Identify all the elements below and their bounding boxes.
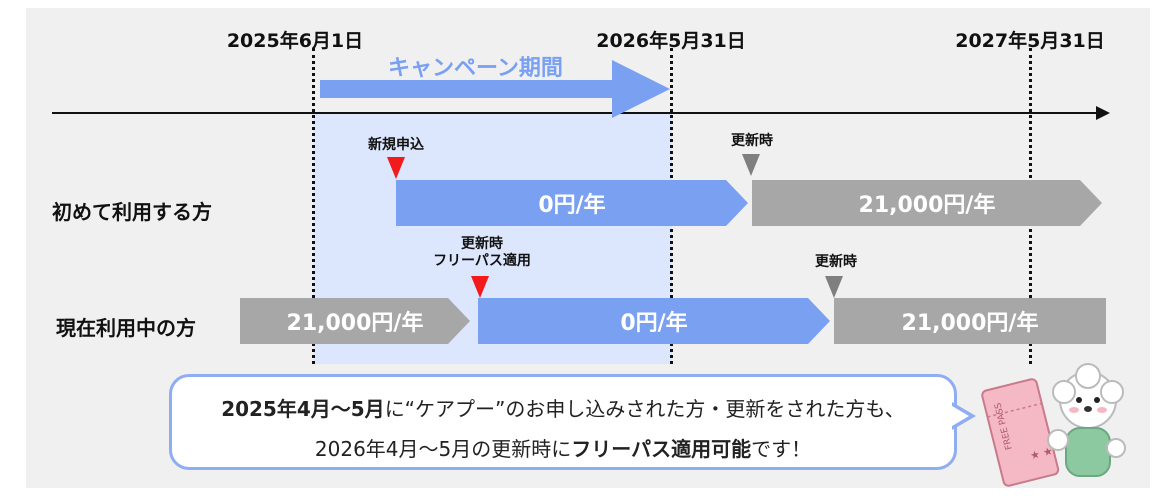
- marker-label-multiline: 更新時 フリーパス適用: [433, 236, 531, 270]
- price-bar-paid: 21,000円/年: [752, 180, 1102, 226]
- marker-label: 新規申込: [368, 137, 424, 153]
- date-label: 2027年5月31日: [955, 30, 1105, 52]
- price-text: 0円/年: [538, 193, 606, 218]
- campaign-arrow: [320, 80, 630, 98]
- price-text: 21,000円/年: [858, 193, 996, 218]
- red-triangle-marker: [471, 276, 489, 298]
- price-bar-paid: 21,000円/年: [240, 298, 470, 344]
- note-line-1: 2025年4月～5月に“ケアプー”のお申し込みされた方・更新をされた方も、: [172, 393, 954, 422]
- price-text: 0円/年: [620, 311, 688, 336]
- price-bar-free: 0円/年: [396, 180, 748, 226]
- marker-label: 更新時: [815, 254, 857, 270]
- price-text: 21,000円/年: [901, 311, 1039, 336]
- row-label-current-users: 現在利用中の方: [56, 316, 196, 340]
- price-bar-paid: 21,000円/年: [834, 298, 1106, 344]
- note-text: に“ケアプー”のお申し込みされた方・更新をされた方も、: [384, 397, 905, 421]
- marker-label-line: フリーパス適用: [433, 253, 531, 269]
- date-label: 2026年5月31日: [596, 30, 746, 52]
- note-emphasis: 2025年4月～5月: [221, 397, 385, 421]
- price-text: 21,000円/年: [286, 311, 424, 336]
- note-emphasis: フリーパス適用可能: [571, 437, 752, 461]
- note-bubble: 2025年4月～5月に“ケアプー”のお申し込みされた方・更新をされた方も、 20…: [169, 374, 957, 470]
- note-line-2: 2026年4月～5月の更新時にフリーパス適用可能です！: [172, 433, 954, 462]
- red-triangle-marker: [387, 157, 405, 179]
- price-bar-free: 0円/年: [478, 298, 830, 344]
- gray-triangle-marker: [825, 276, 843, 298]
- free-pass-ticket: FREE PASS ★ ★: [981, 378, 1060, 487]
- row-label-new-users: 初めて利用する方: [52, 200, 212, 224]
- timeline-axis: [52, 112, 1102, 114]
- campaign-arrowhead: [612, 60, 670, 118]
- note-text: 2026年4月～5月の更新時に: [314, 437, 572, 461]
- date-label: 2025年6月1日: [226, 30, 364, 52]
- campaign-label: キャンペーン期間: [388, 56, 563, 81]
- marker-label-line: 更新時: [461, 236, 503, 252]
- date-guide-line: [312, 48, 315, 364]
- svg-text:★ ★: ★ ★: [1029, 444, 1055, 462]
- note-bubble-tail-fill: [952, 406, 969, 426]
- timeline-arrowhead: [1096, 106, 1110, 120]
- dog-with-ticket-illustration: FREE PASS ★ ★: [981, 363, 1126, 487]
- note-text: です！: [751, 437, 812, 461]
- gray-triangle-marker: [742, 154, 760, 176]
- dog-mascot: [1047, 363, 1126, 477]
- marker-label: 更新時: [731, 133, 773, 149]
